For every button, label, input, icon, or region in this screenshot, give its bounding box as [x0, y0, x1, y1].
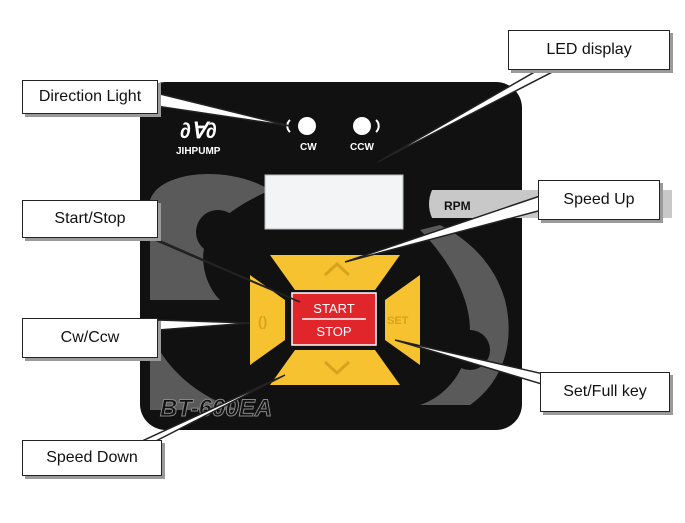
cw-ccw-icon: (): [258, 313, 267, 329]
keypad: () SET START STOP: [250, 255, 420, 385]
up-arrow-icon: [323, 261, 351, 277]
callout-set-full-key-text: Set/Full key: [563, 383, 647, 400]
leader-lines: [137, 65, 563, 445]
cw-label: CW: [300, 142, 317, 153]
jihpump-logo: ∂∀∂ JIHPUMP: [176, 118, 221, 157]
speed-up-button[interactable]: [270, 255, 400, 290]
speed-down-button[interactable]: [270, 350, 400, 385]
callout-speed-up-text: Speed Up: [563, 191, 635, 208]
down-arrow-icon: [323, 360, 351, 376]
callout-led-display-text: LED display: [546, 41, 632, 58]
ccw-label: CCW: [350, 142, 374, 153]
callout-set-full-key: Set/Full key: [540, 372, 670, 412]
callout-speed-down-text: Speed Down: [46, 449, 138, 466]
callout-cw-ccw: Cw/Ccw: [22, 318, 158, 358]
svg-text:∂∀∂: ∂∀∂: [180, 118, 217, 143]
callout-start-stop-text: Start/Stop: [54, 210, 126, 227]
callout-cw-ccw-text: Cw/Ccw: [60, 329, 120, 346]
brand-label: JIHPUMP: [176, 146, 221, 157]
callout-start-stop: Start/Stop: [22, 200, 158, 238]
rpm-label: RPM: [444, 199, 471, 213]
ccw-light: [353, 117, 371, 135]
cw-light: [298, 117, 316, 135]
callout-direction-light-text: Direction Light: [38, 88, 142, 105]
set-label: SET: [387, 315, 409, 327]
set-full-button[interactable]: [385, 275, 420, 365]
callout-direction-light: Direction Light: [22, 80, 158, 114]
background-swirl: [150, 173, 509, 410]
callout-speed-down: Speed Down: [22, 440, 162, 476]
callout-speed-up: Speed Up: [538, 180, 660, 220]
start-label: START: [313, 301, 354, 316]
cw-ccw-button[interactable]: [250, 275, 285, 365]
stop-label: STOP: [316, 324, 351, 339]
callout-led-display: LED display: [508, 30, 670, 70]
led-display-screen: [264, 174, 404, 230]
